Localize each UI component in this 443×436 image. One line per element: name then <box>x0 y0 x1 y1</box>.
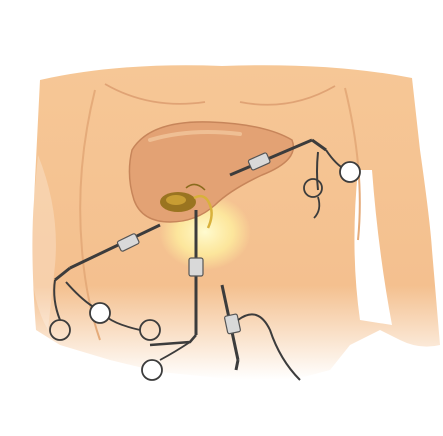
grasper-ring <box>90 303 110 323</box>
trocar-port <box>189 258 203 276</box>
grasper-ring <box>142 360 162 380</box>
grasper-ring <box>340 162 360 182</box>
